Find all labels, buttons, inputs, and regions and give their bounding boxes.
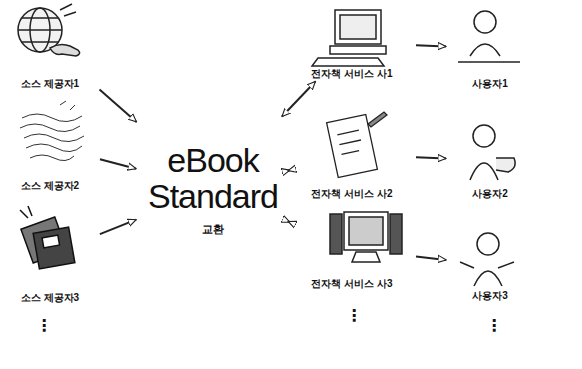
computer-icon — [312, 10, 386, 66]
user-figure — [458, 11, 520, 286]
continuation-dots: ⋮ — [486, 318, 502, 334]
flow-arrow — [288, 169, 290, 171]
node-label: 전자책 서비스 사1 — [311, 68, 392, 80]
user-node: 사용자1 — [448, 6, 532, 90]
flow-arrow — [288, 220, 290, 223]
flow-arrow — [416, 157, 446, 158]
user-node: 사용자2 — [448, 120, 532, 200]
node-label: 사용자1 — [472, 78, 508, 90]
node-label: 소스 제공자3 — [21, 292, 79, 304]
node-label: 전자책 서비스 사3 — [311, 278, 392, 290]
source-provider: 소스 제공자1 — [2, 2, 98, 90]
service-provider: 전자책 서비스 사2 — [290, 110, 414, 200]
node-label: 사용자3 — [472, 290, 508, 302]
node-label: 전자책 서비스 사2 — [311, 188, 392, 200]
tablet-icon — [327, 112, 387, 178]
monitor-icon — [330, 212, 402, 262]
flow-arrow — [100, 159, 136, 169]
user-node: 사용자3 — [448, 228, 532, 302]
node-label: 사용자2 — [472, 188, 508, 200]
service-provider: 전자책 서비스 사1 — [290, 6, 414, 80]
source-provider: 소스 제공자2 — [2, 100, 98, 192]
node-label: 소스 제공자2 — [21, 180, 79, 192]
source-provider: 소스 제공자3 — [2, 204, 98, 304]
globe-icon — [18, 4, 80, 56]
flow-arrow — [416, 256, 446, 259]
continuation-dots: ⋮ — [346, 308, 362, 324]
node-label: 소스 제공자1 — [21, 78, 79, 90]
floppy-icon — [20, 206, 75, 269]
hub-title: eBook Standard — [138, 142, 288, 215]
flow-arrow — [100, 220, 136, 234]
paper-icon — [20, 101, 84, 161]
standard-hub: eBook Standard 교환 — [138, 118, 288, 260]
flow-arrow — [100, 89, 137, 121]
node-label: 교환 — [202, 223, 224, 236]
continuation-dots: ⋮ — [36, 318, 52, 334]
flow-arrow — [416, 45, 446, 46]
flow-arrow — [282, 81, 315, 116]
service-provider: 전자책 서비스 사3 — [290, 208, 414, 290]
